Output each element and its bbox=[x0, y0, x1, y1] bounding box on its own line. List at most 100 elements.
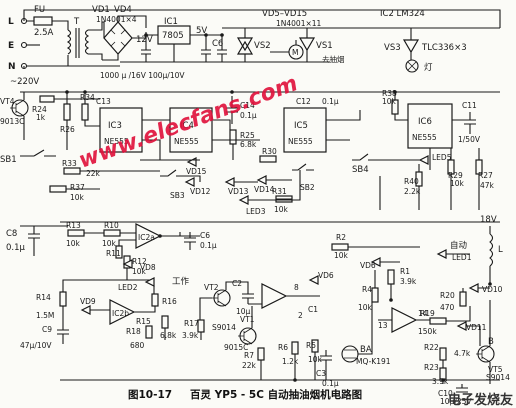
label-c6b-val: 0.1µ bbox=[200, 241, 217, 250]
label-r23-val: 3.9k bbox=[432, 377, 449, 386]
cap-1000u bbox=[141, 35, 151, 62]
label-vt2: VT2 bbox=[204, 283, 219, 292]
label-b-txt: B bbox=[488, 337, 494, 347]
label-ic4: IC4 bbox=[180, 121, 194, 131]
label-c6: C6 bbox=[212, 39, 223, 49]
switch-sb3 bbox=[160, 169, 184, 177]
label-vd14b: VD14 bbox=[254, 185, 275, 194]
junction-dots bbox=[65, 33, 492, 382]
label-ba: BA bbox=[360, 345, 372, 355]
site-logo: 电子发烧友 bbox=[448, 392, 513, 408]
label-tlc: TLC336×3 bbox=[421, 43, 467, 53]
label-r12: R12 bbox=[132, 257, 147, 266]
label-ic2: IC2 LM324 bbox=[380, 9, 425, 19]
label-r16: R16 bbox=[162, 297, 177, 306]
svg-text:VD6: VD6 bbox=[318, 271, 334, 280]
opamp-ic2a bbox=[135, 223, 162, 249]
resistor-r22 bbox=[439, 347, 447, 361]
triac-vs2 bbox=[236, 37, 254, 55]
label-c9-val: 47µ/10V bbox=[20, 341, 52, 350]
label-E: E bbox=[8, 41, 14, 51]
resistor-r13 bbox=[67, 229, 85, 237]
label-r20-val: 470 bbox=[440, 303, 455, 312]
cap-c8 bbox=[28, 226, 40, 246]
label-ic1-part: 7805 bbox=[162, 31, 184, 41]
label-r19-val: 150k bbox=[418, 327, 437, 336]
label-r14: R14 bbox=[36, 293, 51, 302]
label-auto-txt: 自动 bbox=[450, 240, 468, 251]
label-c12-val: 0.1µ bbox=[322, 97, 339, 106]
label-vd15: VD15 bbox=[186, 167, 207, 176]
diode-vd8 bbox=[122, 259, 133, 269]
label-vs1: VS1 bbox=[316, 41, 333, 51]
sensor-section: 工作 LED2 R16 IC2b R14 1.5M VD9 C9 47µ/10V… bbox=[20, 270, 510, 406]
label-r1-val: 3.9k bbox=[400, 277, 417, 286]
label-vd14-part: 1N4001×4 bbox=[96, 15, 137, 24]
label-vt2-part: S9014 bbox=[212, 323, 236, 332]
label-r7: R7 bbox=[244, 351, 254, 360]
label-r38: R38 bbox=[382, 89, 397, 98]
label-r27: R27 bbox=[478, 171, 493, 180]
label-ic2a: IC2a bbox=[138, 233, 155, 242]
resistor-r16 bbox=[151, 293, 159, 307]
label-led3: LED3 bbox=[246, 207, 266, 216]
caption-title: 百灵 YP5 - 5C 自动抽油烟机电路图 bbox=[190, 388, 362, 401]
label-ic6: IC6 bbox=[418, 117, 432, 127]
resistor-r37 bbox=[49, 185, 67, 193]
cap-c14 bbox=[226, 96, 238, 124]
transformer-t: T bbox=[66, 17, 90, 58]
resistor-r20 bbox=[459, 291, 467, 307]
label-r2: R2 bbox=[336, 233, 346, 242]
diode-vd6-mid bbox=[308, 275, 319, 285]
label-caps-top: 1000 µ /16V 100µ/10V bbox=[100, 71, 185, 80]
label-r30: R30 bbox=[262, 147, 277, 156]
label-r31: R31 bbox=[272, 187, 287, 196]
load-section: VD5–VD15 1N4001×11 IC2 LM324 VS2 M VS1 去… bbox=[23, 9, 501, 73]
label-r37-val: 10k bbox=[70, 193, 85, 202]
resistor-r34 bbox=[81, 103, 89, 121]
label-r38-val: 10k bbox=[382, 97, 397, 106]
diode-vd15 bbox=[186, 157, 197, 167]
led-led5 bbox=[418, 155, 429, 165]
ic6-ne555 bbox=[407, 103, 453, 149]
label-vd8: VD8 bbox=[140, 263, 156, 272]
label-r22: R22 bbox=[424, 343, 439, 352]
label-sb2: SB2 bbox=[300, 183, 315, 192]
label-r4-val: 10k bbox=[358, 303, 373, 312]
label-sb1: SB1 bbox=[0, 155, 17, 165]
fuse-fu bbox=[33, 16, 53, 26]
terminal-E bbox=[20, 41, 28, 49]
svg-text:M: M bbox=[292, 48, 298, 57]
label-led1: LED1 bbox=[452, 253, 472, 262]
label-r1: R1 bbox=[400, 267, 410, 276]
label-r34: R34 bbox=[80, 93, 95, 102]
label-ic2b: IC2b bbox=[112, 309, 129, 318]
led-led3 bbox=[238, 195, 249, 205]
caption-number: 图10-17 bbox=[128, 389, 172, 401]
label-r13-val: 10k bbox=[66, 239, 81, 248]
diode-vd12 bbox=[184, 177, 195, 187]
label-vt4: VT4 bbox=[0, 97, 15, 106]
label-r2-val: 10k bbox=[334, 251, 349, 260]
label-vt1: VT1 bbox=[240, 315, 255, 324]
cap-c10 bbox=[456, 384, 468, 393]
diode-vd10 bbox=[468, 283, 479, 293]
cap-c9 bbox=[57, 322, 69, 344]
opamp-ic2c bbox=[261, 283, 288, 309]
label-c11-val: 1/50V bbox=[458, 135, 481, 144]
label-sb3: SB3 bbox=[170, 191, 185, 200]
cap-c3 bbox=[320, 350, 332, 366]
label-r18-val: 680 bbox=[130, 341, 145, 350]
label-r17: R17 bbox=[184, 319, 199, 328]
ic5-ne555 bbox=[283, 107, 327, 153]
label-mains: ~220V bbox=[10, 77, 39, 87]
label-r19: R19 bbox=[420, 309, 435, 318]
label-r27-val: 47k bbox=[480, 181, 495, 190]
label-l: L bbox=[498, 245, 503, 255]
resistor-r1 bbox=[387, 269, 395, 285]
label-c2-val: 10µ bbox=[236, 307, 251, 316]
resistor-r7 bbox=[257, 347, 265, 361]
svg-text:NE555: NE555 bbox=[174, 137, 199, 146]
